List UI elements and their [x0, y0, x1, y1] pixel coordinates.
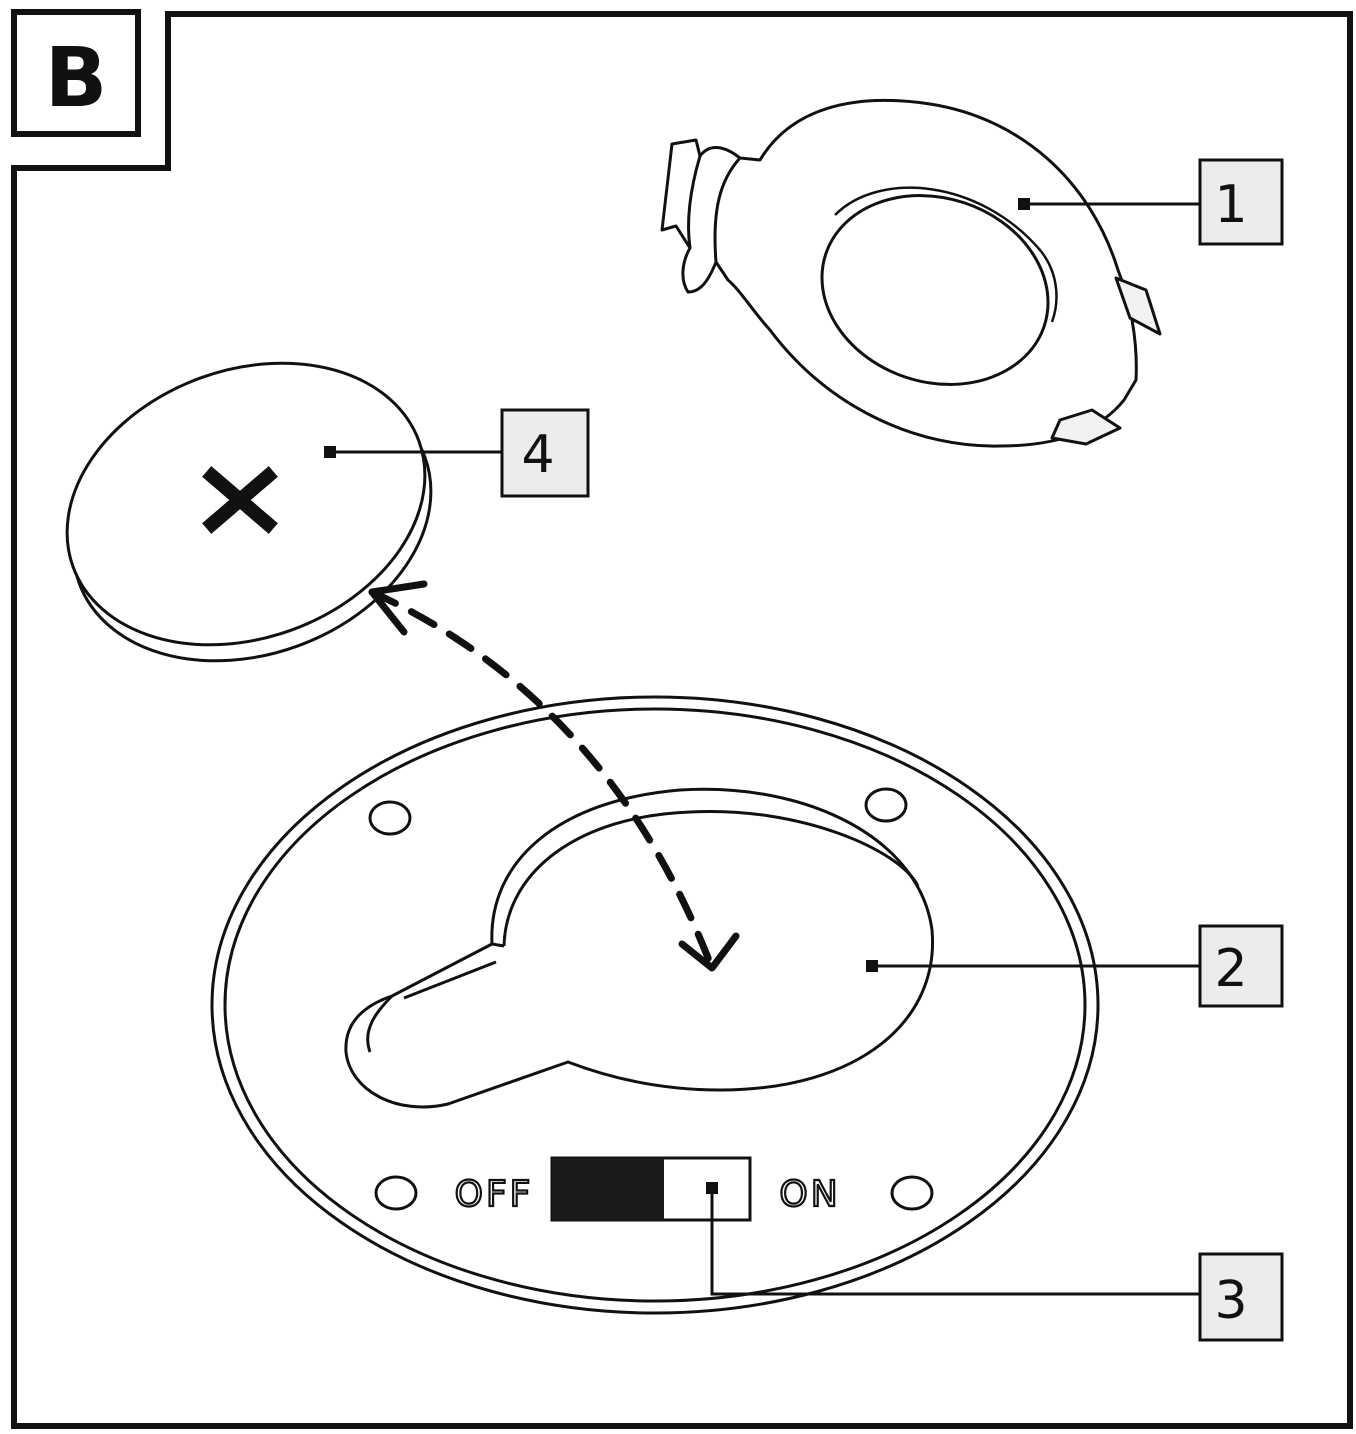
mounting-hole [374, 1175, 418, 1211]
mounting-hole [368, 800, 412, 836]
leader-lines [324, 198, 1200, 1296]
callout-number: 1 [1214, 175, 1247, 235]
battery-clip [660, 98, 1162, 448]
panel-letter-box: B [11, 9, 141, 137]
callout-4: 4 [500, 408, 590, 498]
mounting-hole [864, 787, 908, 823]
base-housing [210, 695, 1100, 1315]
diagram-frame [11, 11, 1353, 1429]
battery-compartment [344, 787, 935, 1109]
switch-on-label: ON [779, 1174, 840, 1215]
callout-1: 1 [1198, 158, 1284, 246]
callout-number: 3 [1214, 1271, 1247, 1331]
battery-marking-icon [202, 466, 278, 534]
switch-slider [552, 1158, 664, 1220]
panel-letter: B [45, 31, 108, 126]
callout-2: 2 [1198, 924, 1284, 1008]
power-switch: OFF ON [454, 1156, 840, 1222]
mounting-hole [890, 1175, 934, 1211]
callout-number: 4 [521, 425, 554, 485]
switch-off-label: OFF [455, 1174, 534, 1215]
callout-number: 2 [1214, 939, 1247, 999]
insertion-arrow [368, 580, 740, 972]
callout-3: 3 [1198, 1252, 1284, 1342]
